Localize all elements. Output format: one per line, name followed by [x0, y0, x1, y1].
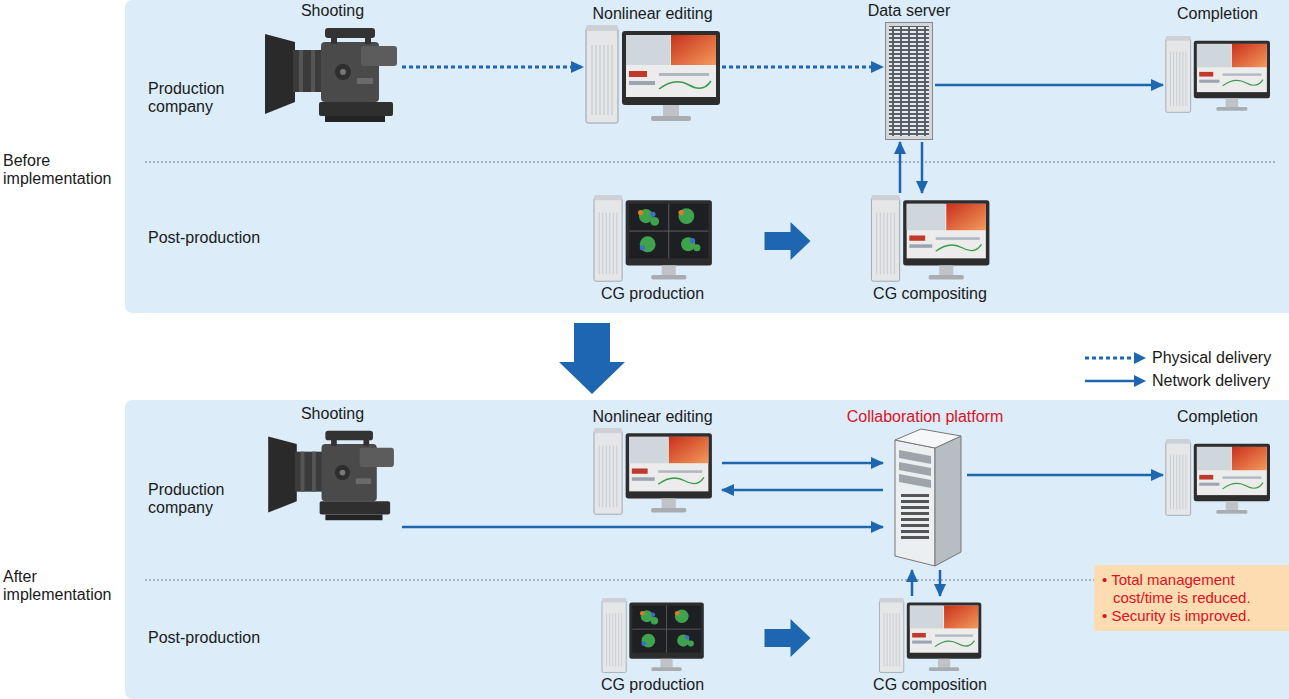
legend-text: Network delivery — [1152, 372, 1270, 390]
row-label: Production company — [148, 80, 258, 116]
workstation-node: Completion — [1165, 25, 1270, 125]
network-delivery-arrow — [899, 142, 902, 193]
workstation-node: CG production — [585, 598, 720, 674]
network-delivery-arrow — [935, 84, 1163, 87]
note-text: • Total management cost/time is reduced. — [1102, 571, 1283, 607]
server-node: Data server — [885, 22, 933, 140]
node-label: Shooting — [301, 405, 364, 423]
node-label: Nonlinear editing — [592, 408, 712, 426]
phase-label: After implementation — [3, 568, 133, 604]
phase-band: Before implementationShootingNonlinear e… — [125, 0, 1289, 313]
network-delivery-arrow — [722, 489, 883, 492]
phase-band: After implementationShootingNonlinear ed… — [125, 400, 1289, 699]
network-delivery-arrow — [402, 526, 883, 529]
node-label: Nonlinear editing — [592, 5, 712, 23]
row-label: Production company — [148, 481, 258, 517]
network-delivery-arrow — [939, 570, 942, 596]
workstation-node: CG compositing — [855, 195, 1005, 283]
row-label: Post-production — [148, 629, 278, 647]
network-delivery-arrow — [967, 474, 1163, 477]
node-label: Collaboration platform — [847, 408, 1004, 426]
camera-node: Shooting — [265, 22, 400, 127]
platform-node: Collaboration platform — [885, 428, 965, 568]
workstation-node: Completion — [1165, 428, 1270, 528]
node-label: CG composition — [873, 676, 987, 694]
network-delivery-arrow — [911, 570, 914, 596]
workstation-node: CG composition — [855, 598, 1005, 674]
note-text: • Security is improved. — [1102, 607, 1283, 625]
workstation-node: Nonlinear editing — [585, 428, 720, 516]
workstation-node: Nonlinear editing — [585, 25, 720, 125]
node-label: CG production — [601, 676, 704, 694]
physical-delivery-arrow — [722, 66, 883, 69]
flow-block-arrow — [765, 222, 811, 260]
node-label: Data server — [868, 2, 951, 20]
network-delivery-arrow — [722, 462, 883, 465]
flow-block-arrow — [765, 619, 811, 657]
phase-label: Before implementation — [3, 152, 133, 188]
camera-node: Shooting — [265, 425, 400, 525]
node-label: Completion — [1177, 5, 1258, 23]
benefit-note: • Total management cost/time is reduced.… — [1094, 565, 1289, 631]
workstation-node: CG production — [585, 195, 720, 283]
node-label: Shooting — [301, 2, 364, 20]
network-delivery-arrow — [921, 142, 924, 193]
transition-block-arrow — [559, 323, 625, 394]
node-label: CG compositing — [873, 285, 987, 303]
node-label: CG production — [601, 285, 704, 303]
node-label: Completion — [1177, 408, 1258, 426]
legend-text: Physical delivery — [1152, 349, 1271, 367]
physical-delivery-arrow — [402, 66, 583, 69]
row-label: Post-production — [148, 229, 278, 247]
